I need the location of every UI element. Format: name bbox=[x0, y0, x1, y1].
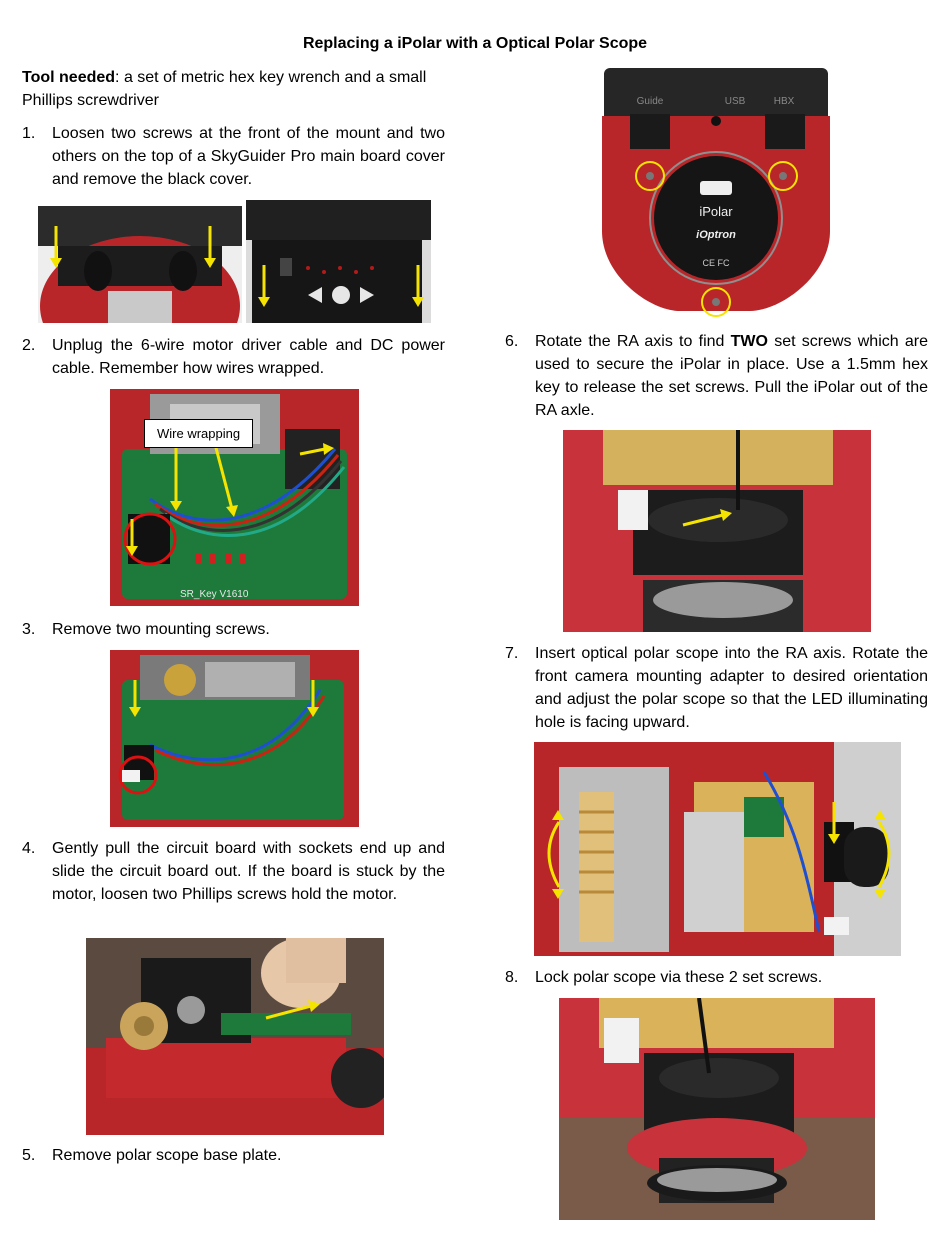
step-text: Rotate the RA axis to find TWO set screw… bbox=[535, 333, 928, 419]
step-number: 6. bbox=[505, 333, 519, 350]
ipolar-logo: iOptron bbox=[696, 229, 736, 241]
port-label-usb: USB bbox=[725, 96, 746, 107]
left-column: Tool needed: a set of metric hex key wre… bbox=[22, 66, 445, 122]
step-3: 3. Remove two mounting screws. bbox=[22, 618, 445, 641]
tool-text: : a set of metric hex key wrench and a s… bbox=[22, 69, 427, 109]
step-7: 7. Insert optical polar scope into the RA… bbox=[505, 642, 928, 734]
step-number: 3. bbox=[22, 621, 36, 638]
step-1: 1. Loosen two screws at the front of the … bbox=[22, 122, 445, 191]
step-4: 4. Gently pull the circuit board with soc… bbox=[22, 837, 445, 906]
step-text: Unplug the 6-wire motor driver cable and… bbox=[52, 337, 445, 377]
board-label: SR_Key V1610 bbox=[180, 589, 249, 600]
step-text: Lock polar scope via these 2 set screws. bbox=[535, 969, 823, 986]
port-label-hbx: HBX bbox=[774, 96, 795, 107]
step-number: 7. bbox=[505, 645, 519, 662]
step-5: 5. Remove polar scope base plate. bbox=[22, 1144, 445, 1167]
step-8: 8. Lock polar scope via these 2 set screw… bbox=[505, 966, 928, 989]
step-text: Loosen two screws at the front of the mo… bbox=[52, 125, 445, 188]
page-title: Replacing a iPolar with a Optical Polar … bbox=[302, 35, 648, 52]
photo-set-screws bbox=[563, 430, 871, 632]
ipolar-marks: CE FC bbox=[703, 258, 731, 268]
step-number: 2. bbox=[22, 337, 36, 354]
step-6-emphasis: TWO bbox=[730, 333, 768, 350]
port-label-guide: Guide bbox=[637, 96, 664, 107]
tool-label: Tool needed bbox=[22, 69, 116, 86]
ipolar-brand: iPolar bbox=[699, 204, 733, 219]
photo-mounting-screws bbox=[110, 650, 359, 827]
photo-ipolar: Guide USB HBX iPolar iOptron CE FC bbox=[600, 66, 832, 318]
photo-circuit-board-out bbox=[86, 938, 384, 1135]
photo-lock-polar-scope bbox=[559, 998, 875, 1220]
photo-board-cover bbox=[246, 200, 431, 323]
photo-mount-front bbox=[38, 206, 242, 323]
photo-motor-cables: SR_Key V1610 Wire wrapping bbox=[110, 389, 359, 606]
step-2: 2. Unplug the 6-wire motor driver cable a… bbox=[22, 334, 445, 380]
tool-needed: Tool needed: a set of metric hex key wre… bbox=[22, 66, 445, 112]
step-number: 1. bbox=[22, 125, 36, 142]
step-number: 5. bbox=[22, 1147, 36, 1164]
step-number: 4. bbox=[22, 840, 36, 857]
step-text: Remove two mounting screws. bbox=[52, 621, 270, 638]
wire-wrapping-callout: Wire wrapping bbox=[144, 419, 254, 448]
step-text: Insert optical polar scope into the RA a… bbox=[535, 645, 928, 731]
step-number: 8. bbox=[505, 969, 519, 986]
step-text: Remove polar scope base plate. bbox=[52, 1147, 282, 1164]
photo-polar-scope-inserted bbox=[534, 742, 901, 956]
step-6: 6. Rotate the RA axis to find TWO set scr… bbox=[505, 330, 928, 422]
step-text: Gently pull the circuit board with socke… bbox=[52, 840, 445, 903]
